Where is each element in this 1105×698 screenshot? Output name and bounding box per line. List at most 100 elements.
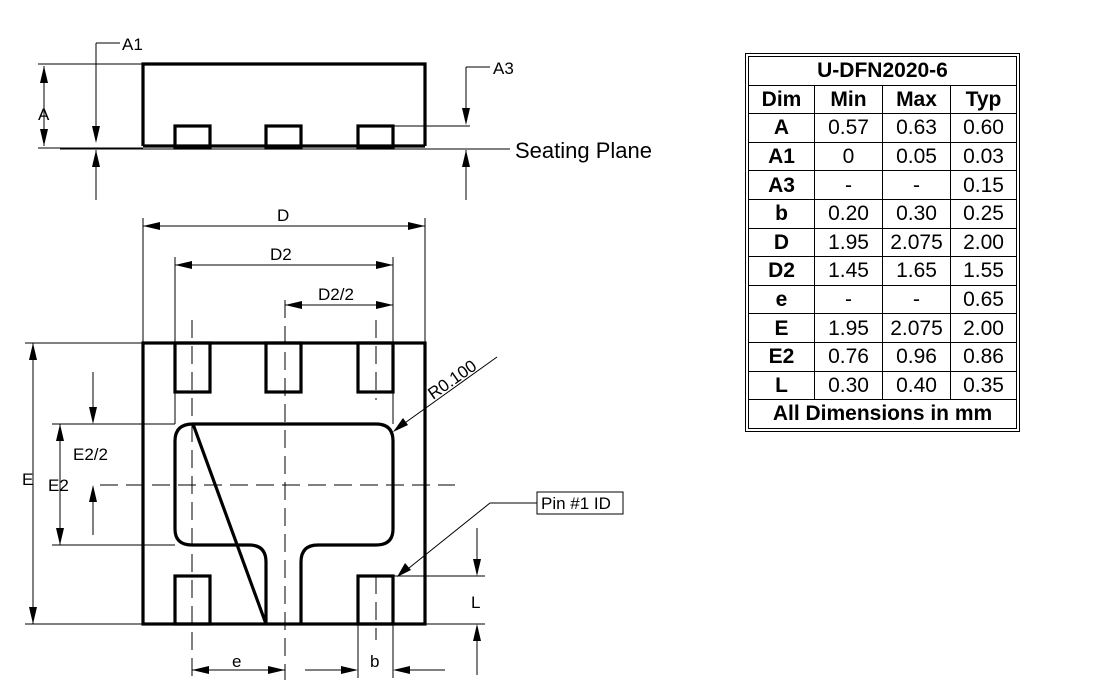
e2-arrow-up: [56, 424, 64, 441]
table-cell-min: 1.95: [814, 227, 883, 258]
table-cell-typ: 2.00: [950, 313, 1017, 343]
e2-half-arrow-up: [89, 485, 97, 502]
table-cell-dim: e: [748, 284, 815, 315]
table-cell-dim: E: [748, 313, 815, 343]
d2-arrow-right: [376, 261, 393, 269]
d2-half-arrow-right: [376, 301, 393, 309]
table-cell-dim: A3: [748, 170, 815, 200]
top-view: D D2 D2/2 E E2 E2/2: [22, 206, 624, 680]
table-title: U-DFN2020-6: [748, 56, 1017, 86]
table-cell-min: -: [814, 170, 883, 200]
a-label: A: [38, 105, 50, 124]
b-label: b: [370, 652, 379, 671]
side-view-lead-1: [173, 124, 212, 150]
a3-label: A3: [493, 59, 514, 78]
table-cell-min: 0.76: [814, 341, 883, 372]
table-header-row: Dim Min Max Typ: [748, 84, 1017, 115]
d2-arrow-left: [175, 261, 192, 269]
table-cell-max: 2.075: [882, 227, 951, 258]
table-cell-max: -: [882, 284, 951, 315]
table-cell-min: 0: [814, 141, 883, 172]
e2-arrow-down: [56, 528, 64, 545]
a1-label: A1: [122, 35, 143, 54]
side-view: A1 A A3 Seating Plane: [38, 35, 652, 200]
e-arrow-down: [29, 607, 37, 624]
b-arrow-left: [341, 666, 358, 674]
a1-arrow-up: [92, 150, 100, 167]
d2-label: D2: [270, 245, 292, 264]
a-arrow-down: [40, 129, 48, 146]
table-cell-typ: 0.65: [950, 284, 1017, 315]
header-typ: Typ: [950, 84, 1017, 115]
b-arrow-right: [393, 666, 410, 674]
pin1-id-leader-diagonal: [408, 502, 491, 569]
pitch-e-label: e: [232, 652, 241, 671]
table-cell-typ: 0.03: [950, 141, 1017, 172]
side-view-lead-2: [264, 124, 303, 150]
a3-arrow-up: [462, 150, 470, 167]
table-cell-dim: D2: [748, 256, 815, 286]
e-arrow-up: [29, 343, 37, 360]
radius-label: R0.100: [424, 356, 480, 403]
table-cell-dim: A: [748, 113, 815, 143]
header-dim: Dim: [748, 84, 815, 115]
radius-arrow: [393, 418, 408, 432]
pitch-e-arrow-left: [192, 666, 209, 674]
d2-half-label: D2/2: [318, 285, 354, 304]
table-cell-max: 0.30: [882, 198, 951, 229]
table-cell-min: 1.45: [814, 256, 883, 286]
l-arrow-down: [473, 559, 481, 576]
table-cell-typ: 1.55: [950, 256, 1017, 286]
e2-half-label: E2/2: [73, 445, 108, 464]
a1-arrow-down: [92, 126, 100, 143]
side-view-package-body: [141, 62, 427, 146]
table-cell-dim: L: [748, 370, 815, 401]
exposed-pad: [173, 422, 395, 625]
table-cell-dim: A1: [748, 141, 815, 172]
side-view-lead-3: [356, 124, 395, 150]
pin1-id-label: Pin #1 ID: [541, 494, 611, 513]
table-cell-min: 0.20: [814, 198, 883, 229]
e2-half-arrow-down: [89, 407, 97, 424]
table-cell-max: 2.075: [882, 313, 951, 343]
l-label: L: [471, 593, 480, 612]
e2-label: E2: [48, 476, 69, 495]
radius-leader: [401, 356, 498, 426]
a-arrow-up: [40, 66, 48, 83]
e-label: E: [22, 470, 33, 489]
table-cell-typ: 0.25: [950, 198, 1017, 229]
d-arrow-right: [408, 222, 425, 230]
lead-top-2: [264, 341, 303, 394]
table-cell-min: -: [814, 284, 883, 315]
top-view-package-body: [141, 341, 427, 626]
table-row: A3--0.15: [748, 170, 1017, 200]
table-cell-max: 0.05: [882, 141, 951, 172]
table-cell-typ: 2.00: [950, 227, 1017, 258]
pin1-id-arrow: [397, 563, 411, 577]
header-max: Max: [882, 84, 951, 115]
table-cell-dim: b: [748, 198, 815, 229]
table-cell-max: -: [882, 170, 951, 200]
table-cell-min: 0.30: [814, 370, 883, 401]
d2-half-arrow-left: [285, 301, 302, 309]
table-cell-max: 0.63: [882, 113, 951, 143]
table-cell-max: 0.96: [882, 341, 951, 372]
table-cell-dim: D: [748, 227, 815, 258]
table-footer: All Dimensions in mm: [748, 399, 1017, 429]
a3-arrow-down: [462, 108, 470, 125]
table-cell-min: 1.95: [814, 313, 883, 343]
seating-plane-label: Seating Plane: [515, 138, 652, 163]
table-cell-max: 1.65: [882, 256, 951, 286]
l-arrow-up: [473, 624, 481, 641]
table-cell-typ: 0.35: [950, 370, 1017, 401]
